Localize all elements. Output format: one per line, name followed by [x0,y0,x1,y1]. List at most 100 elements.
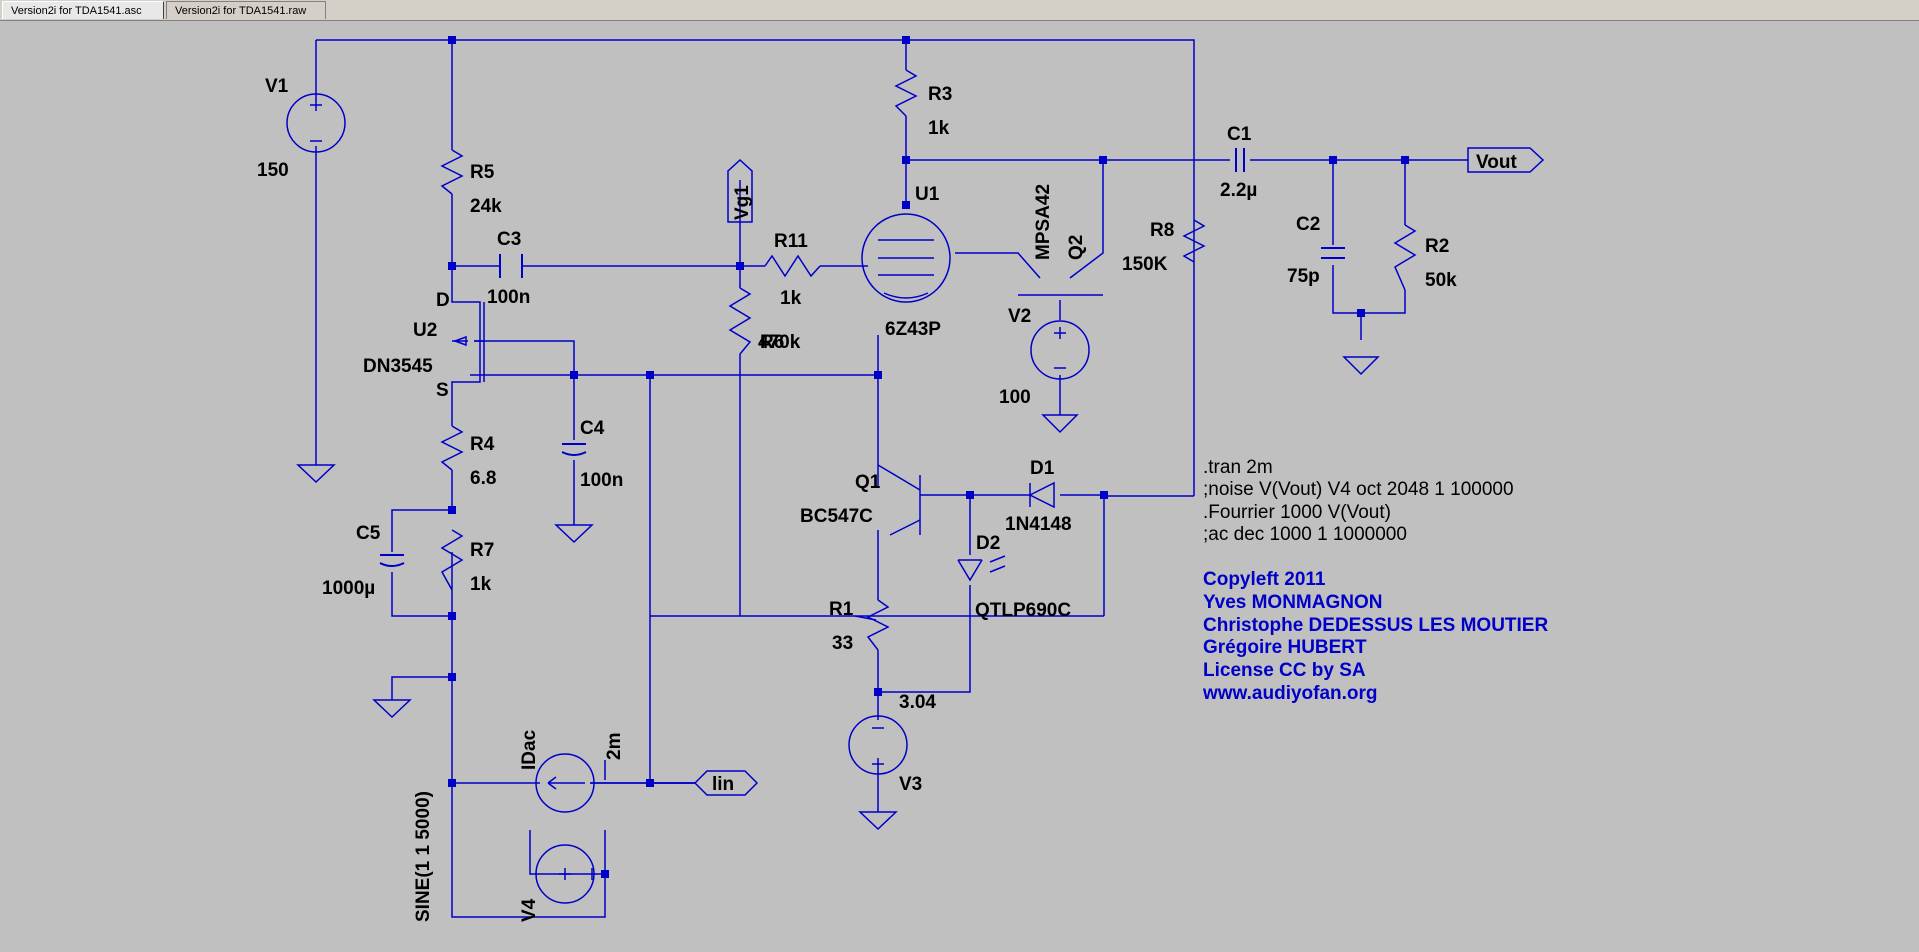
credit-line: Christophe DEDESSUS LES MOUTIER [1203,615,1548,636]
ground-icon [1041,414,1079,434]
value-c1: 2.2µ [1220,180,1257,201]
resistor-icon-r3 [894,69,918,117]
spice-directives: .tran 2m ;noise V(Vout) V4 oct 2048 1 10… [1203,457,1514,545]
value-r3: 1k [928,118,950,139]
directive-line: .Fourrier 1000 V(Vout) [1203,502,1391,523]
ground-icon [1342,356,1380,376]
value-q1: BC547C [800,506,873,527]
diode-icon-d1 [1028,481,1055,509]
value-r5: 24k [470,196,502,217]
label-c2: C2 [1296,214,1320,235]
net-label-shape-lin [693,770,759,796]
label-r8: R8 [1150,220,1174,241]
value-r7: 1k [470,574,492,595]
tab-schematic[interactable]: Version2i for TDA1541.asc [2,1,164,19]
value-d2: QTLP690C [975,600,1071,621]
value-q2: MPSA42 [1033,184,1054,260]
credit-line: License CC by SA [1203,660,1366,681]
label-v1: V1 [265,76,289,97]
label-r11: R11 [774,231,808,252]
label-u1: U1 [915,184,940,205]
capacitor-icon-c1 [1235,148,1245,172]
value-v2: 100 [999,387,1031,408]
label-idac: IDac [519,729,540,770]
vacuum-tube-icon-u1 [861,213,951,303]
value-r2: 50k [1425,270,1457,291]
label-r5: R5 [470,162,495,183]
directive-line: ;ac dec 1000 1 1000000 [1203,524,1407,545]
label-v3: V3 [899,774,922,795]
label-c3: C3 [497,229,521,250]
label-c1: C1 [1227,124,1252,145]
label-c5: C5 [356,523,381,544]
voltage-source-icon-v1 [286,93,346,153]
label-r6: R6 [760,332,784,353]
net-label-vg1: Vg1 [732,185,753,220]
pin-d: D [436,290,450,311]
value-c5: 1000µ [322,578,375,599]
resistor-icon-r6 [728,287,752,355]
net-label-vout: Vout [1476,152,1517,173]
potentiometer-wiper-icon [854,615,877,621]
ground-symbols [296,356,1380,831]
label-r2: R2 [1425,236,1449,257]
capacitor-icon-c3 [499,254,523,278]
resistor-icon-r7 [440,529,464,591]
mosfet-arrow-icon [452,335,467,347]
label-d2: D2 [976,533,1000,554]
label-v2: V2 [1008,306,1031,327]
label-q2: Q2 [1066,235,1087,260]
value-u1: 6Z43P [885,319,941,340]
label-r1: R1 [829,599,854,620]
mosfet-icon-u2 [452,301,485,383]
value-r4: 6.8 [470,468,496,489]
label-q1: Q1 [855,472,881,493]
value-c4: 100n [580,470,623,491]
net-label-lin: lin [712,774,734,795]
label-u2: U2 [413,320,437,341]
ground-icon [858,811,898,831]
voltage-source-icon-v4 [535,844,595,904]
resistor-icon-r5 [440,149,464,195]
capacitor-icon-c5 [379,554,405,567]
document-tab-bar: Version2i for TDA1541.asc Version2i for … [0,0,1919,21]
credits-block: Copyleft 2011 Yves MONMAGNON Christophe … [1202,569,1548,704]
tab-waveform[interactable]: Version2i for TDA1541.raw [166,1,326,19]
directive-line: .tran 2m [1203,457,1273,478]
wiper-r1: 3.04 [899,692,936,713]
value-idac: 2m [604,733,625,760]
value-v4: SINE(1 1 5000) [413,791,434,922]
current-source-icon-idac [535,753,595,813]
value-d1: 1N4148 [1005,514,1072,535]
schematic-canvas[interactable]: V1 150 R5 24k C3 100n D U2 DN3545 S R4 6… [0,21,1919,952]
value-v1: 150 [257,160,289,181]
resistor-icon-r2 [1393,224,1417,291]
label-v4: V4 [519,898,540,922]
ground-icon [296,464,336,484]
label-c4: C4 [580,418,605,439]
credit-line: Grégoire HUBERT [1203,637,1367,658]
credit-line: Yves MONMAGNON [1203,592,1382,613]
pin-s: S [436,380,449,401]
value-r6-visible: 470k [758,332,801,353]
net-label-shape-vg1 [727,158,753,223]
value-c3: 100n [487,287,530,308]
value-c2: 75p [1287,266,1320,287]
resistor-icon-r11 [764,254,821,278]
voltage-source-icon-v2 [1030,320,1090,380]
label-r4: R4 [470,434,495,455]
resistor-icon-r8 [1182,219,1206,263]
value-r11: 1k [780,288,802,309]
value-r8: 150K [1122,254,1168,275]
value-r1: 33 [832,633,853,654]
label-r7: R7 [470,540,494,561]
ground-icon [554,524,594,544]
ground-icon [372,699,412,719]
voltage-source-icon-v3 [848,715,908,775]
junction-dots [448,36,1409,878]
value-u2: DN3545 [363,356,433,377]
credit-line: Copyleft 2011 [1203,569,1326,590]
led-icon-d2 [957,559,983,582]
credit-line: www.audiyofan.org [1202,683,1378,704]
capacitor-icon-c2 [1321,247,1345,259]
